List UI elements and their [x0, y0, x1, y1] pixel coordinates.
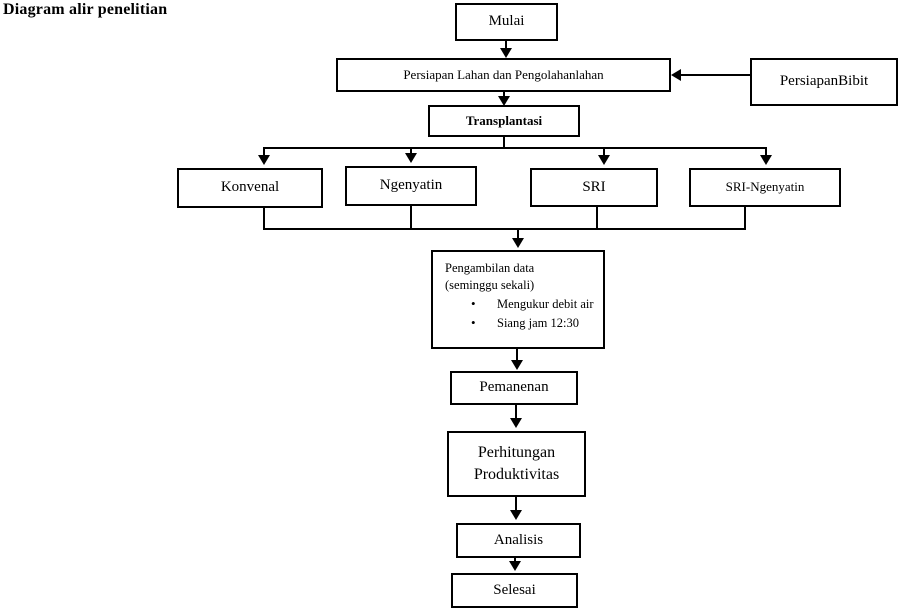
node-sri-ngenyatin-label: SRI-Ngenyatin	[725, 179, 805, 195]
arrowhead-split-to-konvenal	[258, 155, 270, 165]
node-perhitungan-line1: Perhitungan	[477, 444, 556, 462]
connector-sri-ngenyatin-to-merge	[744, 207, 746, 229]
merge-bar-treatments	[263, 228, 746, 230]
node-sri-ngenyatin[interactable]: SRI-Ngenyatin	[689, 168, 841, 207]
node-pengambilan-data[interactable]: Pengambilan data (seminggu sekali) Mengu…	[431, 250, 605, 349]
connector-ngenyatin-to-merge	[410, 206, 412, 229]
page-title: Diagram alir penelitian	[3, 1, 168, 18]
node-perhitungan-produktivitas[interactable]: Perhitungan Produktivitas	[447, 431, 586, 497]
arrowhead-split-to-sri-ngenyatin	[760, 155, 772, 165]
node-sri[interactable]: SRI	[530, 168, 658, 207]
node-selesai[interactable]: Selesai	[451, 573, 578, 608]
arrowhead-analisis-to-selesai	[509, 561, 521, 571]
arrowhead-mulai-to-landprep	[500, 48, 512, 58]
arrowhead-pengambilan-to-pemanenan	[511, 360, 523, 370]
node-selesai-label: Selesai	[493, 581, 536, 598]
connector-konvenal-to-merge	[263, 208, 265, 229]
arrowhead-bibit-to-landprep	[671, 69, 681, 81]
connector-mulai-to-landprep	[505, 41, 507, 51]
node-mulai[interactable]: Mulai	[455, 3, 558, 41]
list-item: Siang jam 12:30	[471, 314, 597, 332]
node-konvenal[interactable]: Konvenal	[177, 168, 323, 208]
node-persiapan-lahan[interactable]: Persiapan Lahan dan Pengolahanlahan	[336, 58, 671, 92]
node-analisis-label: Analisis	[493, 531, 544, 548]
node-transplantasi-label: Transplantasi	[465, 112, 543, 128]
connector-split-to-sri	[603, 147, 605, 159]
arrowhead-split-to-ngenyatin	[405, 153, 417, 163]
node-pengambilan-data-line2: (seminggu sekali)	[445, 277, 535, 292]
connector-perhitungan-to-analisis	[515, 497, 517, 511]
node-analisis[interactable]: Analisis	[456, 523, 581, 558]
node-pengambilan-data-line1: Pengambilan data	[445, 261, 535, 275]
node-perhitungan-line2: Produktivitas	[473, 466, 560, 483]
node-pemanenan-label: Pemanenan	[479, 379, 549, 396]
arrowhead-merge-to-pengambilan	[512, 238, 524, 248]
split-bar-treatments	[263, 147, 766, 149]
connector-split-to-ngenyatin	[410, 147, 412, 157]
node-persiapan-bibit-label: PersiapanBibit	[779, 73, 869, 90]
node-pengambilan-data-bullets: Mengukur debit air Siang jam 12:30	[445, 295, 597, 332]
connector-transplantasi-stem	[503, 137, 505, 149]
node-transplantasi[interactable]: Transplantasi	[428, 105, 580, 137]
connector-pemanenan-to-perhitungan	[515, 405, 517, 419]
arrowhead-landprep-to-transplantasi	[498, 96, 510, 106]
node-mulai-label: Mulai	[488, 13, 525, 30]
connector-merge-to-pengambilan	[517, 228, 519, 242]
arrowhead-split-to-sri	[598, 155, 610, 165]
node-persiapan-bibit[interactable]: PersiapanBibit	[750, 58, 898, 106]
connector-bibit-to-landprep	[681, 74, 751, 76]
connector-split-to-sri-ngenyatin	[765, 147, 767, 159]
arrowhead-perhitungan-to-analisis	[510, 510, 522, 520]
node-ngenyatin[interactable]: Ngenyatin	[345, 166, 477, 206]
list-item: Mengukur debit air	[471, 295, 597, 313]
connector-split-to-konvenal	[263, 147, 265, 159]
node-konvenal-label: Konvenal	[220, 179, 280, 196]
node-ngenyatin-label: Ngenyatin	[379, 177, 443, 194]
connector-pengambilan-to-pemanenan	[516, 349, 518, 363]
arrowhead-pemanenan-to-perhitungan	[510, 418, 522, 428]
node-pemanenan[interactable]: Pemanenan	[450, 371, 578, 405]
node-sri-label: SRI	[582, 178, 606, 195]
node-persiapan-lahan-label: Persiapan Lahan dan Pengolahanlahan	[403, 66, 604, 82]
connector-sri-to-merge	[596, 207, 598, 229]
